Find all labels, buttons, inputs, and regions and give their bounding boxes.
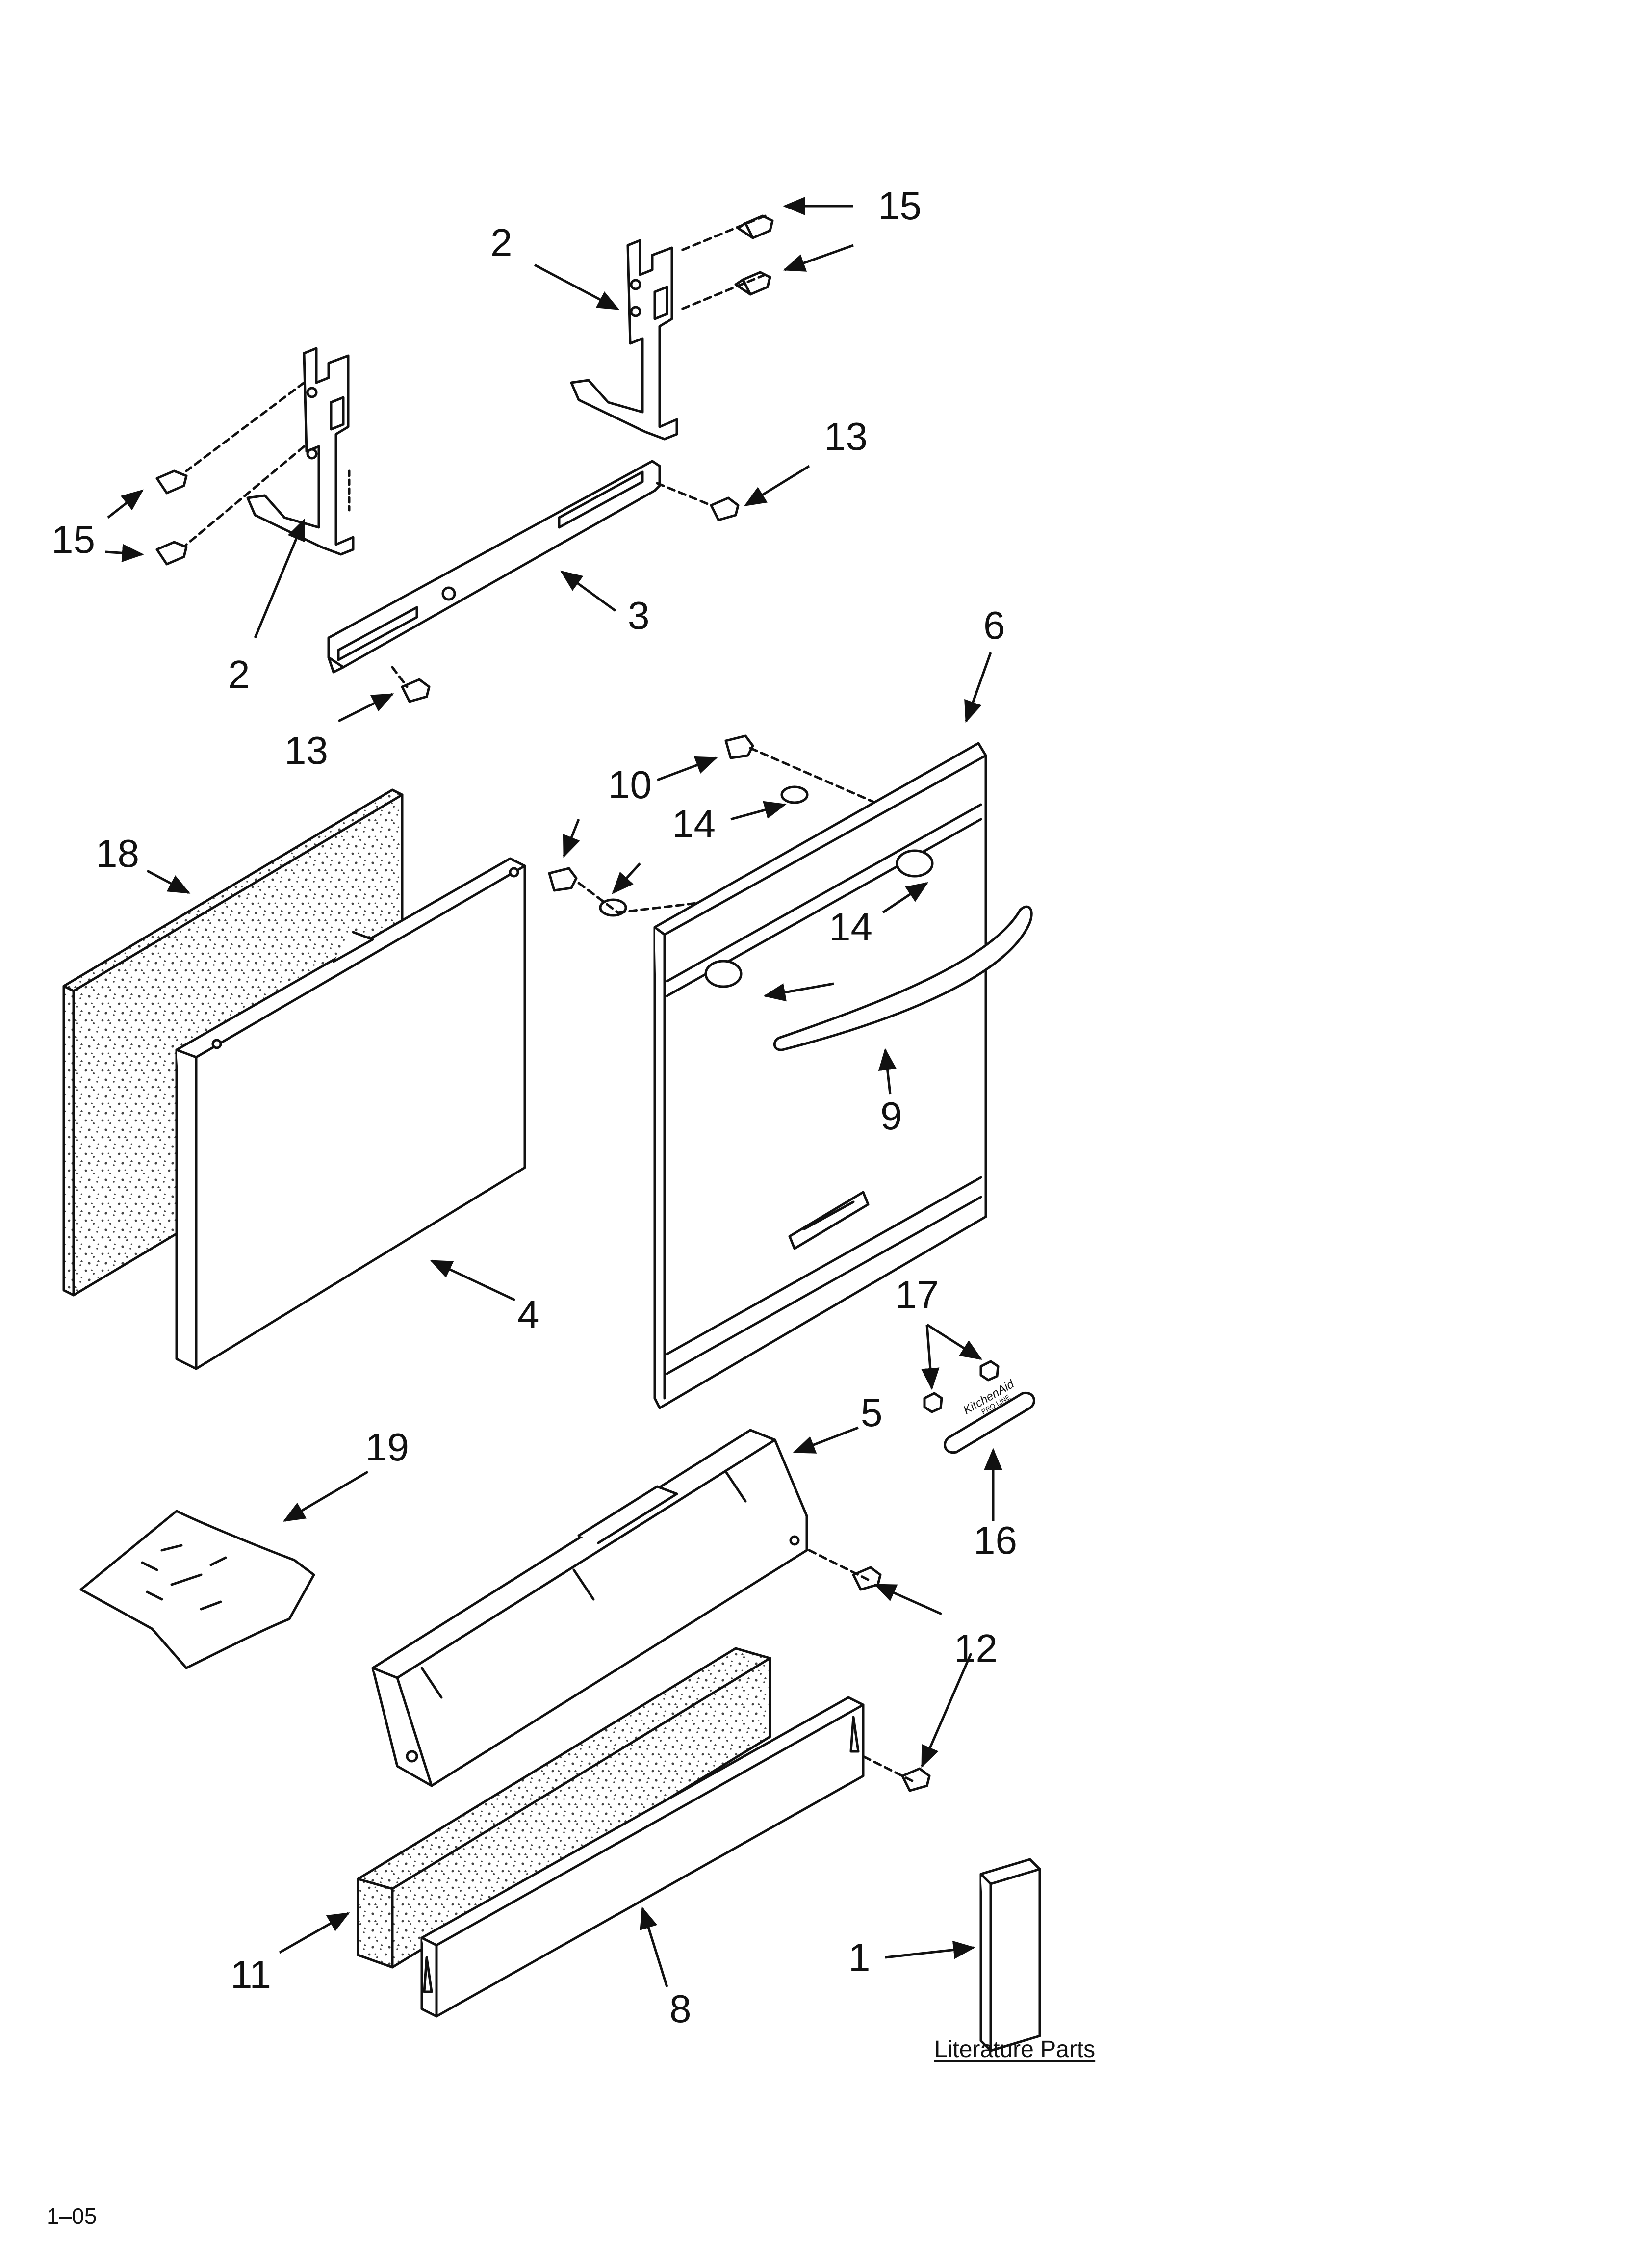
screw-15-left-a: [155, 469, 188, 495]
callout-15-top: 15: [878, 184, 922, 228]
screw-10-top: [724, 734, 754, 759]
callout-14-bottom: 14: [829, 905, 872, 949]
callout-16: 16: [974, 1518, 1017, 1562]
mounting-rail: [327, 460, 661, 674]
callout-6: 6: [983, 603, 1005, 647]
callout-13-top: 13: [824, 415, 868, 458]
page-code: 1–05: [47, 2203, 97, 2229]
hardware-bag: [79, 1510, 315, 1669]
nut-17-b: [979, 1360, 1000, 1382]
outer-door-panel: [653, 742, 987, 1409]
nut-17-a: [923, 1392, 943, 1413]
screw-12-top: [852, 1566, 882, 1591]
callout-3: 3: [628, 594, 650, 637]
screw-15-left-b: [155, 541, 188, 566]
callout-13-left: 13: [284, 729, 328, 772]
callout-2-top: 2: [490, 221, 513, 264]
washer-14-a: [780, 785, 809, 804]
callout-18: 18: [96, 832, 139, 875]
callout-12: 12: [954, 1626, 998, 1670]
callout-2-left: 2: [228, 652, 250, 696]
callout-15-left: 15: [51, 518, 95, 561]
toe-panel-bracket: [371, 1429, 808, 1787]
screw-15-top-a: [737, 214, 774, 239]
literature-book: [979, 1858, 1041, 2052]
callout-11: 11: [231, 1953, 272, 1996]
mounting-bracket-right: [570, 239, 678, 441]
screw-13-left: [401, 678, 431, 703]
callout-1: 1: [848, 1935, 871, 1979]
callout-19: 19: [365, 1425, 409, 1469]
door-liner-panel: [175, 857, 526, 1370]
toe-panel-insulation: [357, 1647, 771, 1969]
screw-15-top-b: [734, 271, 771, 296]
screw-12-bottom: [901, 1767, 931, 1792]
toe-panel: [420, 1696, 865, 2018]
literature-parts-caption: Literature Parts: [934, 2036, 1096, 2062]
callout-5: 5: [861, 1391, 883, 1434]
nameplate-badge: [944, 1391, 1035, 1454]
screw-13-top: [710, 496, 740, 521]
callout-17: 17: [895, 1273, 939, 1317]
callout-4: 4: [517, 1293, 539, 1336]
leader-arrows: [105, 197, 1002, 1987]
washer-14-b: [599, 898, 627, 917]
callout-9: 9: [880, 1094, 902, 1138]
door-handle: [773, 905, 1033, 1051]
callout-10: 10: [608, 763, 652, 807]
mounting-bracket-left: [246, 347, 355, 556]
callout-14-top: 14: [672, 802, 716, 846]
screw-10-left: [548, 867, 578, 892]
callout-8: 8: [669, 1987, 692, 2031]
